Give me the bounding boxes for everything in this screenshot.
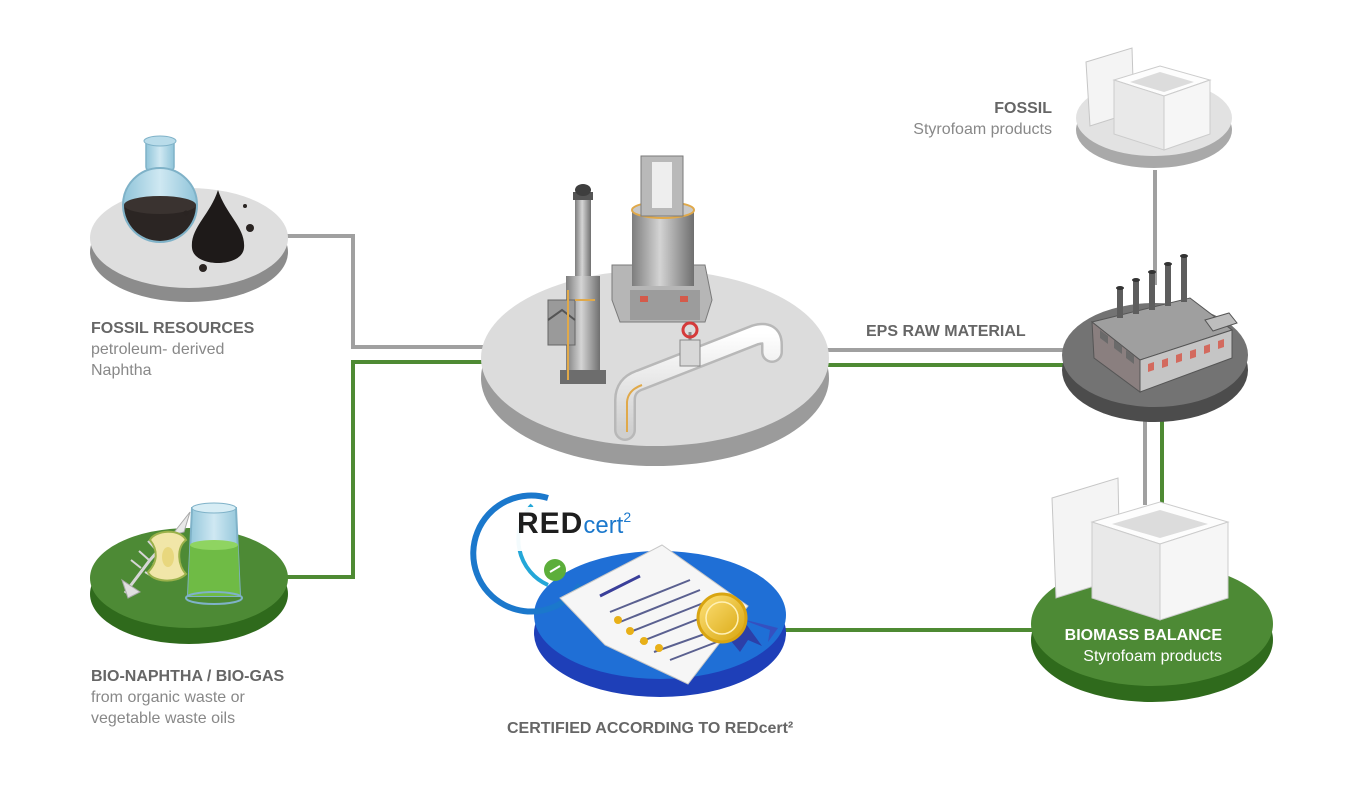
fossil-resources-title: FOSSIL RESOURCES [91, 320, 255, 337]
redcert-logo-red: RED [517, 507, 584, 540]
redcert-logo [470, 492, 640, 615]
fossil-resources-label: FOSSIL RESOURCES petroleum- derived Naph… [91, 318, 254, 381]
factory-icon [1090, 254, 1238, 393]
eps-raw-material-label: EPS RAW MATERIAL [866, 323, 1026, 340]
bio-naphtha-title: BIO-NAPHTHA / BIO-GAS [91, 668, 285, 685]
certificate-document-icon [559, 544, 749, 685]
styrofoam-box-icon [1085, 47, 1212, 151]
fossil-resources-line1: petroleum- derived [91, 341, 225, 358]
biomass-products-node [1031, 477, 1273, 702]
fossil-resources-node [90, 135, 288, 302]
seal-rosette-icon [696, 592, 778, 652]
fossil-resources-line2: Naphtha [91, 362, 152, 379]
biomass-products-subtitle: Styrofoam products [1083, 648, 1222, 665]
bio-naphtha-line1: from organic waste or [91, 689, 245, 706]
reactor-icon [611, 155, 713, 323]
oil-drop-icon [183, 190, 254, 272]
fossil-resources-connector [287, 234, 485, 349]
certificate-node [470, 492, 786, 697]
bio-naphtha-node [90, 502, 288, 644]
fossil-products-label: FOSSIL Styrofoam products [860, 98, 1052, 140]
refinery-node [481, 155, 829, 466]
styrofoam-box-icon [1051, 477, 1230, 621]
factory-node [1062, 254, 1248, 422]
fossil-products-node [1076, 47, 1232, 168]
biomass-products-title: BIOMASS BALANCE [1064, 627, 1222, 644]
connector-lines [287, 170, 1164, 632]
bio-naphtha-label: BIO-NAPHTHA / BIO-GAS from organic waste… [91, 666, 284, 729]
redcert-logo-sup: 2 [623, 509, 632, 525]
bio-naphtha-connector [287, 360, 485, 579]
refinery-tower-icon [547, 184, 606, 384]
biomass-products-label: BIOMASS BALANCE Styrofoam products [1030, 625, 1222, 667]
fossil-products-subtitle: Styrofoam products [913, 121, 1052, 138]
redcert-logo-cert: cert [583, 512, 624, 539]
beaker-icon [185, 502, 243, 605]
bio-naphtha-line2: vegetable waste oils [91, 710, 236, 727]
apple-core-icon [146, 530, 188, 582]
flask-icon [122, 135, 198, 243]
pipe-valve-icon [614, 321, 783, 441]
fossil-products-title: FOSSIL [994, 100, 1052, 117]
redcert-logo-text: REDcert2 [517, 509, 631, 539]
certificate-caption-text: CERTIFIED ACCORDING TO REDcert² [507, 720, 794, 737]
certificate-caption: CERTIFIED ACCORDING TO REDcert² [507, 718, 793, 739]
